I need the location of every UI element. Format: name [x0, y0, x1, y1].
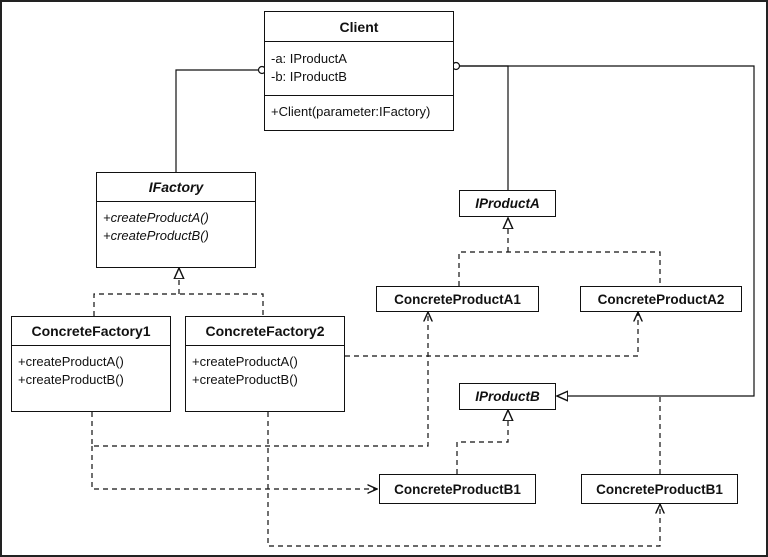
concrete-factory2-operation-a: +createProductA() — [192, 354, 298, 369]
concrete-product-b1-right-class[interactable]: ConcreteProductB1 — [581, 474, 738, 504]
client-operation-constructor: +Client(parameter:IFactory) — [271, 104, 431, 119]
client-attribute-b: -b: IProductB — [271, 69, 347, 84]
client-operations: +Client(parameter:IFactory) — [265, 96, 453, 121]
concrete-factory2-operation-b: +createProductB() — [192, 372, 298, 387]
concrete-product-a2-class[interactable]: ConcreteProductA2 — [580, 286, 742, 312]
realization-lines — [93, 218, 661, 474]
ifactory-interface[interactable]: IFactory +createProductA() +createProduc… — [96, 172, 256, 268]
concrete-factory1-class[interactable]: ConcreteFactory1 +createProductA() +crea… — [11, 316, 171, 412]
concrete-factory1-operation-b: +createProductB() — [18, 372, 124, 387]
ifactory-name: IFactory — [97, 173, 255, 202]
client-attribute-a: -a: IProductA — [271, 51, 347, 66]
concrete-factory2-operations: +createProductA() +createProductB() — [186, 346, 344, 389]
concrete-factory1-name: ConcreteFactory1 — [12, 317, 170, 346]
ifactory-operations: +createProductA() +createProductB() — [97, 202, 255, 245]
ifactory-operation-b: +createProductB() — [103, 228, 209, 243]
iproductb-interface[interactable]: IProductB — [459, 383, 556, 410]
concrete-product-a1-class[interactable]: ConcreteProductA1 — [376, 286, 539, 312]
client-associations — [175, 61, 755, 397]
concrete-factory2-class[interactable]: ConcreteFactory2 +createProductA() +crea… — [185, 316, 345, 412]
client-class-name: Client — [265, 12, 453, 42]
client-attributes: -a: IProductA -b: IProductB — [265, 42, 453, 96]
concrete-factory1-operations: +createProductA() +createProductB() — [12, 346, 170, 389]
concrete-factory2-name: ConcreteFactory2 — [186, 317, 344, 346]
client-class[interactable]: Client -a: IProductA -b: IProductB +Clie… — [264, 11, 454, 131]
iproducta-interface[interactable]: IProductA — [459, 190, 556, 217]
ifactory-operation-a: +createProductA() — [103, 210, 209, 225]
concrete-factory1-operation-a: +createProductA() — [18, 354, 124, 369]
dependency-lines — [91, 312, 660, 547]
concrete-product-b1-left-class[interactable]: ConcreteProductB1 — [379, 474, 536, 504]
